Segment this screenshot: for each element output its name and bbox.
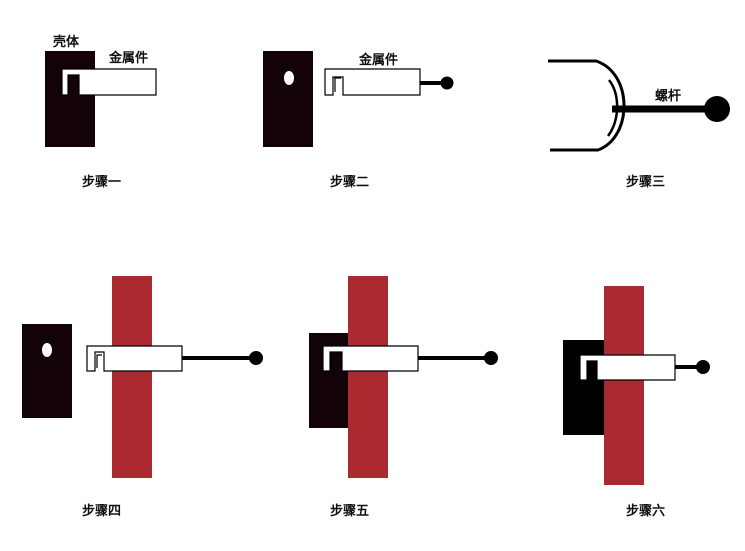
step-2-caption: 步骤二 [330, 174, 369, 190]
screw-head [440, 76, 454, 90]
shell-block [45, 51, 95, 147]
step-5-panel: 步骤五 [309, 276, 498, 519]
metal-part-hook [68, 77, 77, 92]
metal-part-label: 金属件 [358, 52, 398, 68]
housing-outline [548, 59, 626, 152]
shell-block [22, 324, 72, 418]
metal-part [324, 68, 421, 96]
wall-panel [348, 276, 388, 478]
screw-head [484, 351, 498, 365]
metal-part [579, 354, 676, 381]
step-4-panel: 步骤四 [22, 276, 263, 519]
metal-part-hook [331, 354, 339, 368]
step-4-caption: 步骤四 [82, 503, 121, 519]
screw-head [249, 351, 263, 365]
shell-hole [284, 71, 294, 85]
screw-head [696, 360, 710, 374]
step-1-panel: 壳体 金属件 步骤一 [45, 34, 157, 190]
metal-part-hook [334, 77, 341, 92]
shell-hole [42, 343, 52, 357]
step-5-caption: 步骤五 [330, 503, 369, 519]
metal-part [86, 345, 183, 372]
wall-panel [604, 286, 644, 485]
shell-block [563, 340, 606, 435]
wall-panel [112, 276, 152, 478]
screw-rod-label: 螺杆 [655, 88, 681, 104]
shell-label: 壳体 [52, 34, 80, 50]
screw-head [704, 96, 730, 122]
step-2-panel: 金属件 步骤二 [263, 51, 454, 190]
step-6-panel: 步骤六 [563, 286, 710, 519]
step-6-caption: 步骤六 [626, 503, 665, 519]
step-3-panel: 螺杆 步骤三 [548, 59, 730, 190]
metal-part [61, 68, 157, 96]
step-1-caption: 步骤一 [82, 174, 121, 190]
metal-part-hook [96, 354, 102, 368]
metal-part-label: 金属件 [108, 50, 148, 66]
metal-part-hook [588, 362, 595, 377]
metal-part [322, 345, 419, 372]
shell-block [263, 51, 313, 147]
step-3-caption: 步骤三 [626, 174, 665, 190]
